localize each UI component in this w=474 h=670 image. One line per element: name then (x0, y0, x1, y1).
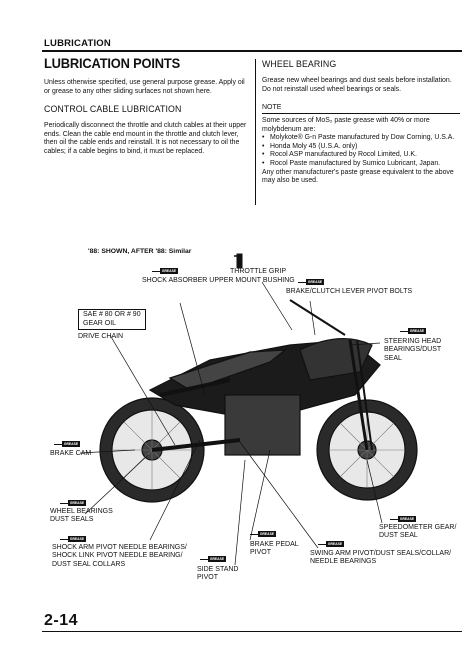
label-brake-clutch: BRAKE/CLUTCH LEVER PIVOT BOLTS (286, 288, 413, 295)
label-steering-head: STEERING HEAD BEARINGS/DUST SEAL (384, 338, 442, 362)
label-swing-arm: SWING ARM PIVOT/DUST SEALS/COLLAR/ NEEDL… (310, 550, 452, 566)
motorcycle-illustration (99, 299, 418, 503)
label-brake-pedal: BRAKE PEDAL PIVOT (250, 541, 299, 557)
wheel-bearing-heading: WHEEL BEARING (262, 59, 337, 69)
label-wheel-bearings: WHEEL BEARINGS DUST SEALS (50, 508, 113, 524)
note-item: Molykote® G-n Paste manufactured by Dow … (262, 134, 460, 143)
gear-oil-box: SAE # 80 OR # 90 GEAR OIL (78, 309, 146, 330)
note-intro: Some sources of MoS₂ paste grease with 4… (262, 117, 430, 133)
label-shock-arm: SHOCK ARM PIVOT NEEDLE BEARINGS/ SHOCK L… (52, 544, 187, 568)
grease-tag: GREASE (152, 268, 178, 274)
grease-tag: GREASE (298, 279, 324, 285)
grease-tag: GREASE (250, 531, 276, 537)
note-rule (262, 113, 460, 114)
leader-lines (79, 281, 383, 566)
header-rule (42, 50, 462, 52)
label-side-stand: SIDE STAND PIVOT (197, 566, 239, 582)
grease-tag: GREASE (60, 500, 86, 506)
label-throttle-grip: THROTTLE GRIP (230, 268, 287, 275)
page-number: 2-14 (44, 612, 79, 629)
note-list: Molykote® G-n Paste manufactured by Dow … (262, 134, 460, 168)
grease-tag: GREASE (318, 541, 344, 547)
label-brake-cam: BRAKE CAM (50, 450, 92, 457)
control-cable-text: Periodically disconnect the throttle and… (44, 122, 247, 155)
grease-tag: GREASE (400, 328, 426, 334)
note-item: Rocol Paste manufactured by Sumico Lubri… (262, 160, 460, 169)
model-note: '88: SHOWN, AFTER '88: Similar (88, 248, 192, 255)
note-block: Some sources of MoS₂ paste grease with 4… (262, 117, 460, 186)
grease-tag: GREASE (60, 536, 86, 542)
note-item: Honda Moly 45 (U.S.A. only) (262, 143, 460, 152)
note-item: Rocol ASP manufactured by Rocol Limited,… (262, 151, 460, 160)
label-drive-chain: DRIVE CHAIN (78, 333, 124, 340)
intro-text: Unless otherwise specified, use general … (44, 79, 245, 95)
page-title: LUBRICATION POINTS (44, 55, 180, 71)
note-outro: Any other manufacturer's paste grease eq… (262, 168, 454, 185)
note-label: NOTE (262, 104, 282, 111)
grease-tag: GREASE (200, 556, 226, 562)
grease-tag: GREASE (390, 516, 416, 522)
label-speedometer: SPEEDOMETER GEAR/ DUST SEAL (379, 524, 457, 540)
column-divider (255, 59, 256, 205)
oil-can-icon (234, 253, 243, 269)
wheel-bearing-text: Grease new wheel bearings and dust seals… (262, 77, 452, 93)
control-cable-heading: CONTROL CABLE LUBRICATION (44, 104, 182, 114)
grease-tag: GREASE (54, 441, 80, 447)
section-header: LUBRICATION (44, 38, 111, 49)
footer-rule (42, 631, 462, 633)
label-shock-absorber: SHOCK ABSORBER UPPER MOUNT BUSHING (142, 277, 295, 284)
